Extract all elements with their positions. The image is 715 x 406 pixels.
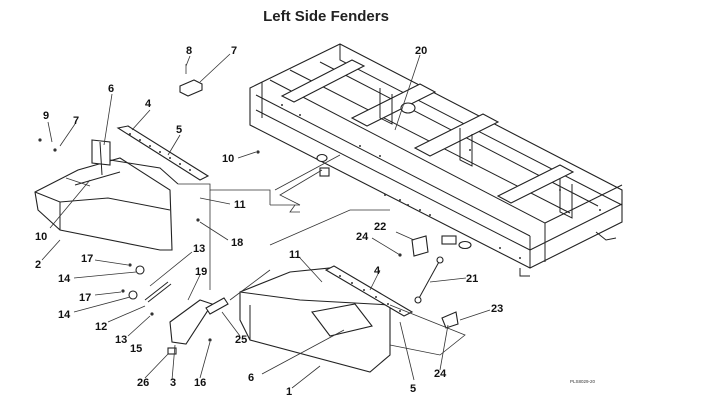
callout-label: 6	[108, 83, 114, 95]
upper-bracket	[179, 64, 203, 97]
callout-label: 18	[231, 237, 243, 249]
fender-bracket	[91, 139, 111, 176]
callout-label: 10	[35, 231, 47, 243]
callout-label: 13	[193, 243, 205, 255]
callout-label: 24	[434, 368, 447, 380]
callout-label: 6	[248, 372, 254, 384]
right-support-strip	[324, 265, 414, 317]
callout-label: 3	[170, 377, 176, 389]
callout-label: 12	[95, 321, 107, 333]
callout-label: 15	[130, 343, 142, 355]
bracket-22	[411, 235, 429, 257]
callout-label: 26	[137, 377, 149, 389]
callout-label: 16	[194, 377, 206, 389]
callout-label: 5	[410, 383, 416, 395]
callout-label: 10	[222, 153, 234, 165]
callout-label: 9	[43, 110, 49, 122]
callout-label: 17	[81, 253, 93, 265]
callout-label: 20	[415, 45, 427, 57]
callout-label: 22	[374, 221, 386, 233]
leader-lines	[41, 53, 491, 389]
callout-label: 25	[235, 334, 247, 346]
callout-label: 14	[58, 273, 71, 285]
callouts: 8 7 20 9 7 6 4 5 10 11 10 18 2 13 17 19 …	[35, 45, 596, 398]
callout-label: 7	[73, 115, 79, 127]
callout-label: 11	[234, 199, 246, 211]
callout-label: 19	[195, 266, 207, 278]
lower-bracket	[169, 297, 229, 345]
callout-label: 2	[35, 259, 41, 271]
callout-label: 8	[186, 45, 192, 57]
callout-label: 13	[115, 334, 127, 346]
figure-code: PLS8029-20	[570, 379, 596, 384]
callout-label: 11	[289, 249, 301, 261]
callout-label: 24	[356, 231, 369, 243]
callout-label: 23	[491, 303, 503, 315]
callout-label: 7	[231, 45, 237, 57]
bracket-23	[441, 311, 459, 329]
callout-label: 17	[79, 292, 91, 304]
right-fender	[239, 267, 391, 373]
diagram-title: Left Side Fenders	[263, 8, 389, 25]
callout-label: 1	[286, 386, 292, 398]
callout-label: 21	[466, 273, 478, 285]
callout-label: 4	[374, 265, 381, 277]
left-support-strip	[116, 125, 210, 181]
callout-label: 4	[145, 98, 152, 110]
callout-label: 14	[58, 309, 71, 321]
chassis-frame	[249, 43, 623, 277]
callout-label: 5	[176, 124, 182, 136]
support-rod	[414, 256, 444, 304]
hardware	[38, 138, 402, 355]
left-fender	[34, 157, 173, 251]
